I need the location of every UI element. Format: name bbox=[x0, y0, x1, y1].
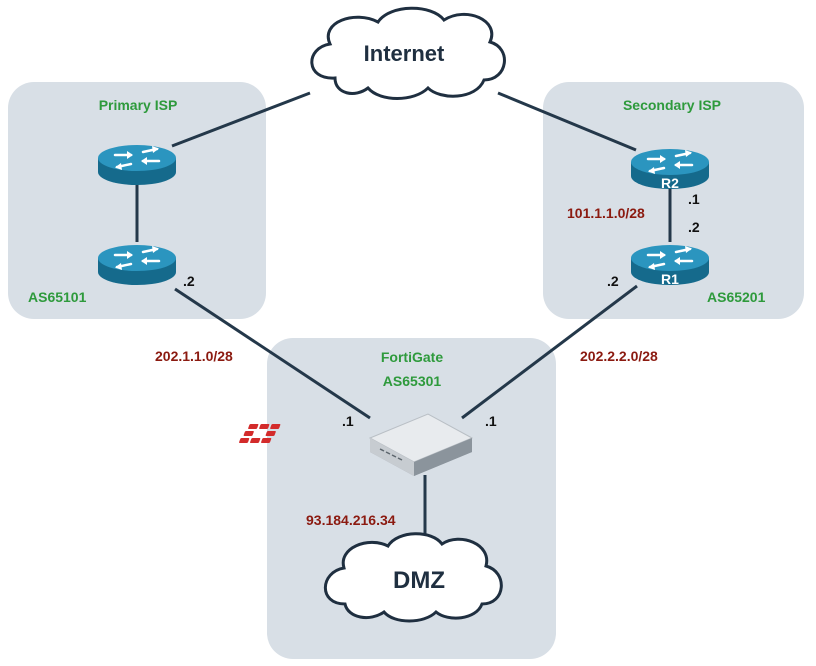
primary-isp-title: Primary ISP bbox=[99, 97, 178, 113]
fortigate-secondary-interface: .1 bbox=[485, 413, 497, 429]
secondary-as-label: AS65201 bbox=[707, 289, 766, 305]
primary-as-label: AS65101 bbox=[28, 289, 87, 305]
fortigate-title: FortiGate bbox=[381, 349, 443, 365]
fortigate-primary-interface: .1 bbox=[342, 413, 354, 429]
primary-router-interface: .2 bbox=[183, 273, 195, 289]
primary-isp-upper-router bbox=[96, 143, 178, 187]
dmz-label: DMZ bbox=[393, 567, 445, 594]
fortinet-logo-icon bbox=[239, 424, 281, 443]
r1-inside-interface: .2 bbox=[688, 219, 700, 235]
dmz-cloud: DMZ bbox=[323, 532, 503, 623]
r1-r2-subnet: 101.1.1.0/28 bbox=[567, 205, 645, 221]
primary-link-subnet: 202.1.1.0/28 bbox=[155, 348, 233, 364]
fortigate-as-label: AS65301 bbox=[383, 373, 442, 389]
r2-label: R2 bbox=[661, 175, 679, 191]
link-internet-secondary bbox=[497, 91, 637, 152]
r1-label: R1 bbox=[661, 271, 679, 287]
router-r1: R1 bbox=[629, 243, 711, 287]
link-primary-fortigate bbox=[174, 287, 371, 420]
link-secondary-fortigate bbox=[461, 284, 638, 420]
primary-isp-lower-router bbox=[96, 243, 178, 287]
secondary-link-subnet: 202.2.2.0/28 bbox=[580, 348, 658, 364]
r2-inside-interface: .1 bbox=[688, 191, 700, 207]
internet-label: Internet bbox=[364, 41, 445, 66]
link-internet-primary bbox=[171, 91, 311, 148]
links bbox=[135, 91, 672, 540]
r1-outside-interface: .2 bbox=[607, 273, 619, 289]
fortigate-ports bbox=[379, 448, 403, 461]
router-r2: R2 bbox=[629, 147, 711, 191]
dmz-ip-label: 93.184.216.34 bbox=[306, 512, 396, 528]
fortigate-appliance bbox=[239, 413, 474, 476]
internet-cloud: Internet bbox=[310, 6, 506, 100]
secondary-isp-zone bbox=[543, 82, 804, 319]
secondary-isp-title: Secondary ISP bbox=[623, 97, 721, 113]
